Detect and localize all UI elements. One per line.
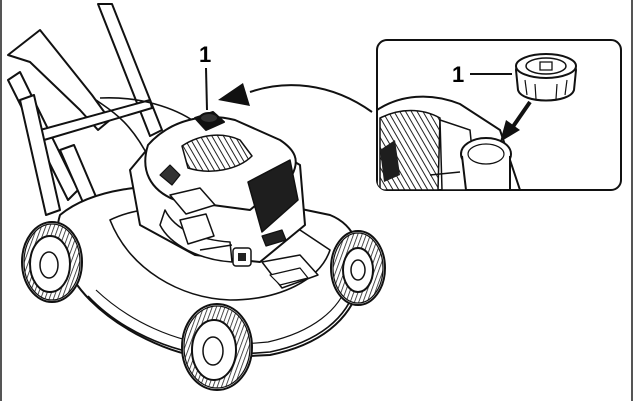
pointer-arrowhead: [218, 83, 250, 106]
mower-wheels: [21, 221, 386, 391]
front-right-wheel: [330, 230, 386, 306]
rear-left-wheel: [21, 221, 83, 303]
front-left-wheel: [181, 303, 253, 391]
oil-fill-cap: [514, 53, 578, 102]
removal-arrow: [500, 100, 532, 142]
mower-engine: [129, 111, 306, 267]
pointer-arrow-curve: [249, 84, 373, 113]
inset-callout-label: 1: [452, 62, 464, 87]
main-callout: 1: [199, 42, 373, 113]
mower-handle: [7, 3, 196, 233]
inset-detail: 1: [376, 39, 622, 191]
main-callout-label: 1: [199, 42, 211, 67]
